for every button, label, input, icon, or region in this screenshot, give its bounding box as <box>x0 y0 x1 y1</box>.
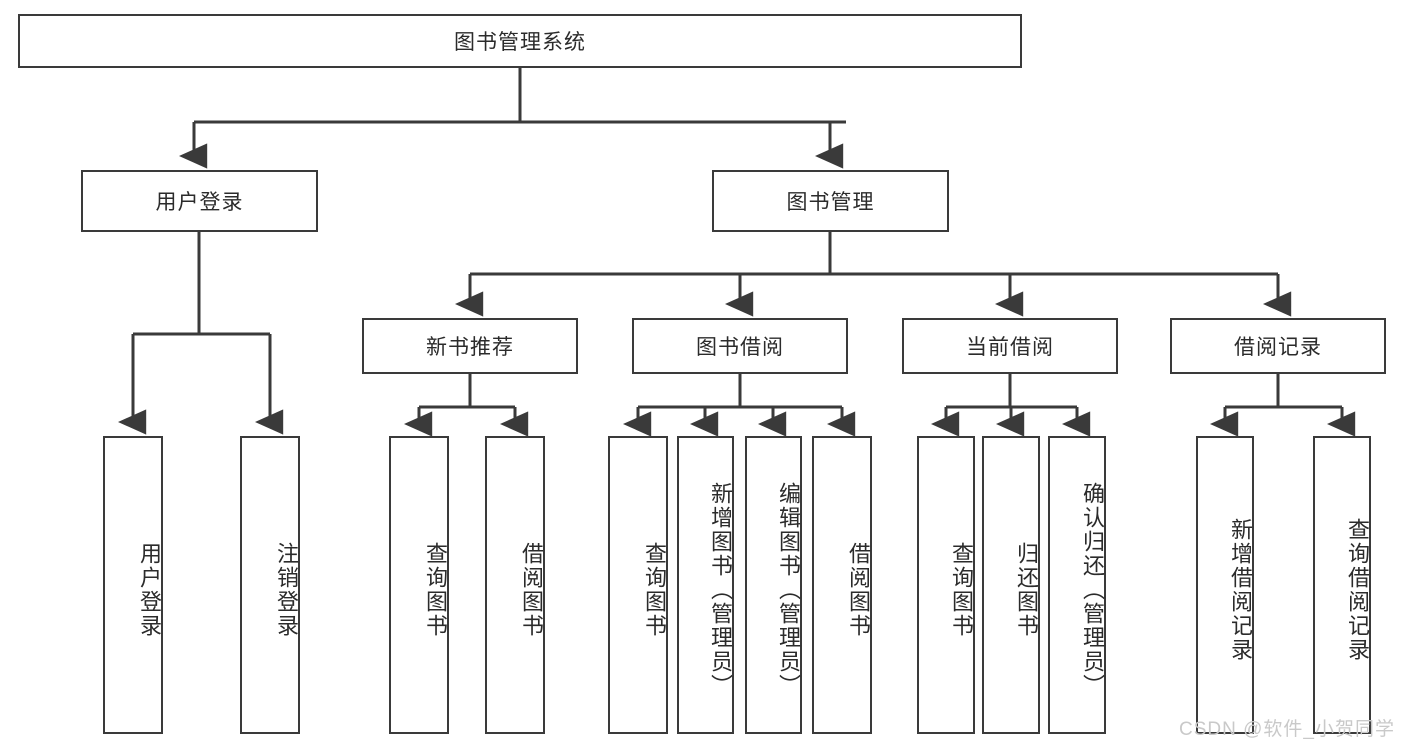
node-root[interactable]: 图书管理系统 <box>18 14 1022 68</box>
node-user-login-label: 用户登录 <box>155 191 244 214</box>
node-leaf-query-book-1[interactable]: 查询图书 <box>389 436 449 734</box>
node-leaf-add-record-label: 新增借阅记录 <box>1228 518 1253 662</box>
node-leaf-return-book[interactable]: 归还图书 <box>982 436 1040 734</box>
node-current-borrow[interactable]: 当前借阅 <box>902 318 1118 374</box>
node-leaf-edit-book[interactable]: 编辑图书（管理员） <box>745 436 802 734</box>
node-leaf-user-login-label: 用户登录 <box>137 542 162 638</box>
node-book-manage[interactable]: 图书管理 <box>712 170 949 232</box>
node-leaf-add-book-label: 新增图书（管理员） <box>708 482 733 698</box>
node-user-login[interactable]: 用户登录 <box>81 170 318 232</box>
node-borrow-record-label: 借阅记录 <box>1234 336 1322 359</box>
watermark: CSDN @软件_小贺同学 <box>1179 719 1395 740</box>
node-leaf-query-book-2[interactable]: 查询图书 <box>608 436 668 734</box>
node-new-book-rec[interactable]: 新书推荐 <box>362 318 578 374</box>
node-leaf-logout[interactable]: 注销登录 <box>240 436 300 734</box>
node-leaf-user-login[interactable]: 用户登录 <box>103 436 163 734</box>
node-leaf-query-book-3[interactable]: 查询图书 <box>917 436 975 734</box>
node-leaf-edit-book-label: 编辑图书（管理员） <box>776 482 801 698</box>
node-leaf-add-book[interactable]: 新增图书（管理员） <box>677 436 734 734</box>
node-book-manage-label: 图书管理 <box>786 191 875 214</box>
node-book-borrow-label: 图书借阅 <box>696 336 784 359</box>
node-leaf-borrow-book-2[interactable]: 借阅图书 <box>812 436 872 734</box>
node-root-label: 图书管理系统 <box>454 31 586 54</box>
node-leaf-query-record[interactable]: 查询借阅记录 <box>1313 436 1371 734</box>
node-leaf-query-book-1-label: 查询图书 <box>423 542 448 638</box>
node-leaf-return-book-label: 归还图书 <box>1014 542 1039 638</box>
node-leaf-borrow-book-2-label: 借阅图书 <box>846 542 871 638</box>
node-leaf-borrow-book-1[interactable]: 借阅图书 <box>485 436 545 734</box>
node-leaf-query-book-2-label: 查询图书 <box>642 542 667 638</box>
node-leaf-query-record-label: 查询借阅记录 <box>1345 518 1370 662</box>
node-book-borrow[interactable]: 图书借阅 <box>632 318 848 374</box>
node-borrow-record[interactable]: 借阅记录 <box>1170 318 1386 374</box>
node-leaf-borrow-book-1-label: 借阅图书 <box>519 542 544 638</box>
node-current-borrow-label: 当前借阅 <box>966 336 1054 359</box>
node-leaf-confirm-return-label: 确认归还（管理员） <box>1080 482 1105 698</box>
node-leaf-query-book-3-label: 查询图书 <box>949 542 974 638</box>
node-leaf-add-record[interactable]: 新增借阅记录 <box>1196 436 1254 734</box>
node-leaf-logout-label: 注销登录 <box>274 542 299 638</box>
node-leaf-confirm-return[interactable]: 确认归还（管理员） <box>1048 436 1106 734</box>
node-new-book-rec-label: 新书推荐 <box>426 336 514 359</box>
